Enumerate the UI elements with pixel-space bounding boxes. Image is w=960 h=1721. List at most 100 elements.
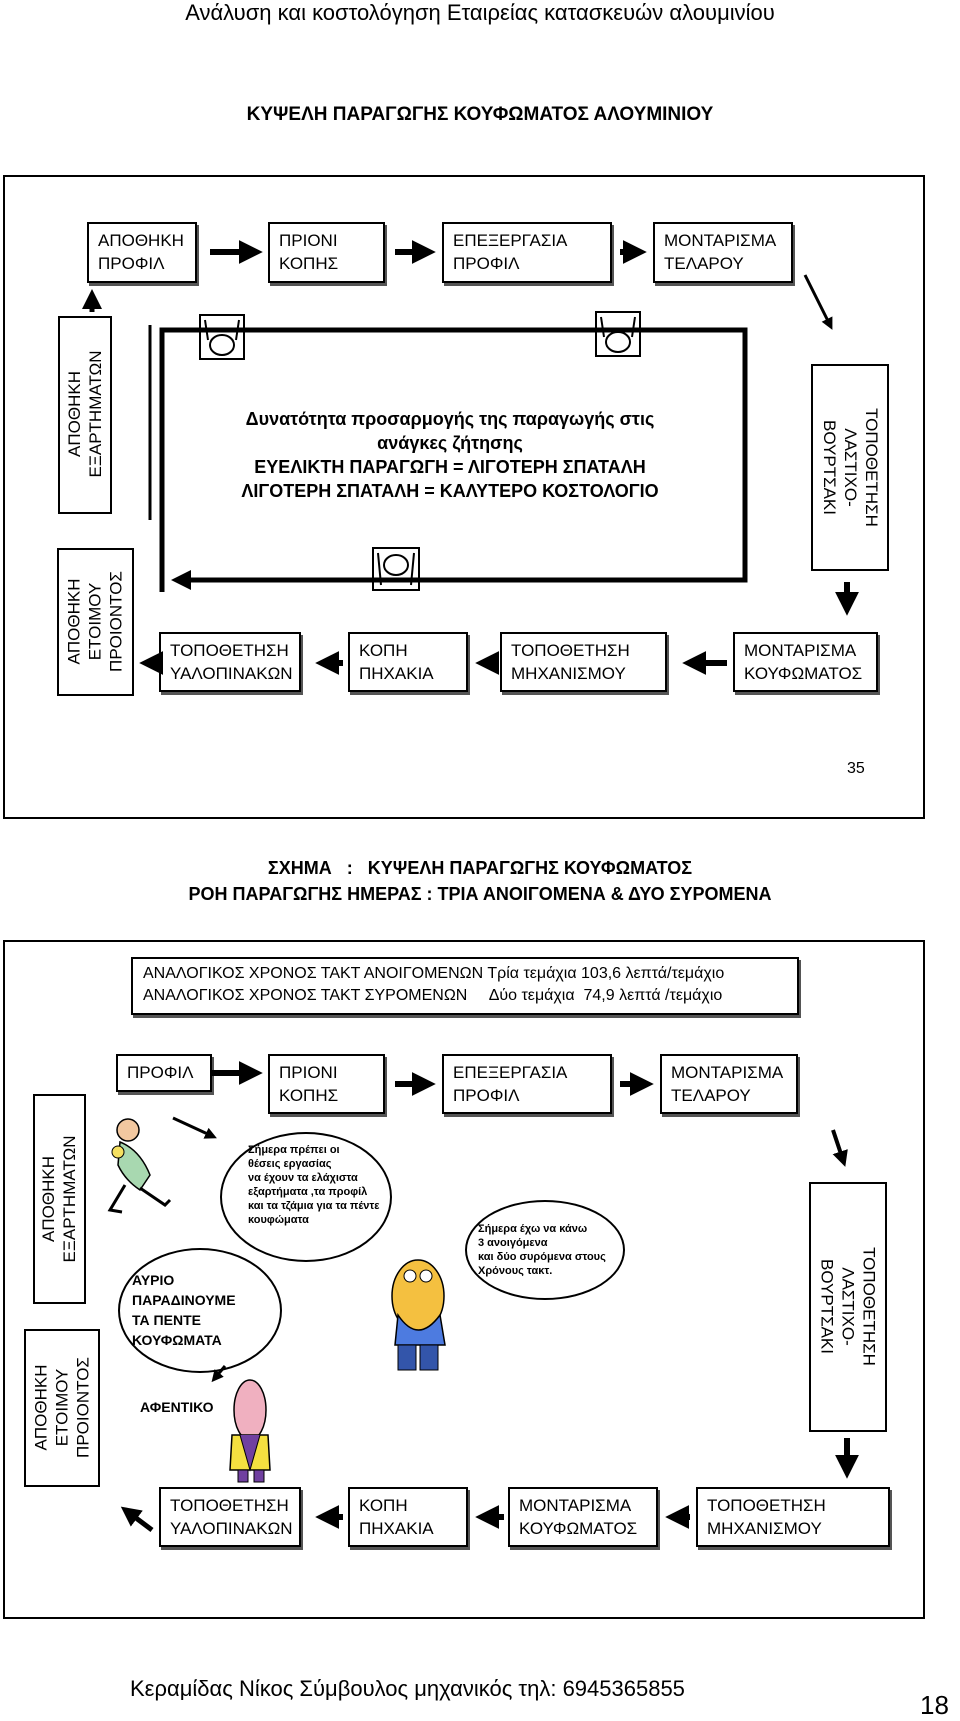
- box-line: ΤΟΠΟΘΕΤΗΣΗ: [170, 641, 289, 660]
- d2-box-frame-assembly: ΜΟΝΤΑΡΙΣΜΑ ΤΕΛΑΡΟΥ: [660, 1054, 798, 1114]
- bubble-line: ΚΟΥΦΩΜΑΤΑ: [132, 1332, 222, 1348]
- arrow-down-right: [803, 274, 833, 330]
- d2-finished-store: [24, 1329, 100, 1487]
- caption-sep: :: [346, 858, 353, 878]
- d1-center-statement: Δυνατότητα προσαρμογής της παραγωγής στι…: [160, 407, 740, 503]
- bubble-tomorrow-text: ΑΥΡΙΟ ΠΑΡΑΔΙΝΟΥΜΕ ΤΑ ΠΕΝΤΕ ΚΟΥΦΩΜΑΤΑ: [132, 1270, 236, 1350]
- box-line: ΕΠΕΞΕΡΓΑΣΙΑ: [453, 1063, 568, 1082]
- box-line: ΑΠΟΘΗΚΗ: [98, 231, 184, 250]
- bubble-today: [220, 1132, 392, 1262]
- box-line: ΠΡΙΟΝΙ: [279, 1063, 338, 1082]
- bubble-line: Σήμερα έχω να κάνω: [478, 1223, 588, 1235]
- box-line: ΜΗΧΑΝΙΣΜΟΥ: [707, 1519, 822, 1538]
- box-line: ΠΡΙΟΝΙ: [279, 231, 338, 250]
- bubble-line: Χρόνους τακτ.: [478, 1265, 553, 1277]
- center-line: ανάγκες ζήτησης: [377, 433, 523, 453]
- d1-finished-store: [57, 548, 134, 696]
- d2-box-processing: ΕΠΕΞΕΡΓΑΣΙΑ ΠΡΟΦΙΛ: [442, 1054, 612, 1114]
- d2-box-profile: ΠΡΟΦΙΛ: [116, 1054, 212, 1092]
- box-line: ΠΡΟΦΙΛ: [98, 254, 165, 273]
- arrow-up-left: [120, 1506, 154, 1532]
- takt-line: ΑΝΑΛΟΓΙΚΟΣ ΧΡΟΝΟΣ ΤΑΚΤ ΑΝΟΙΓΟΜΕΝΩΝ Τρία …: [143, 965, 725, 982]
- box-line: ΚΟΠΗ: [359, 641, 408, 660]
- box-line: ΚΟΠΗ: [359, 1496, 408, 1515]
- arrow-down: [831, 1129, 848, 1167]
- d1-rubber-box: [811, 364, 889, 571]
- bubble-line: Σήμερα πρέπει οι: [248, 1144, 340, 1156]
- bubble-today-text: Σήμερα πρέπει οι θέσεις εργασίας να έχου…: [248, 1143, 398, 1227]
- takt-time-box: ΑΝΑΛΟΓΙΚΟΣ ΧΡΟΝΟΣ ΤΑΚΤ ΑΝΟΙΓΟΜΕΝΩΝ Τρία …: [131, 957, 799, 1015]
- box-line: ΜΟΝΤΑΡΙΣΜΑ: [671, 1063, 784, 1082]
- center-line: Δυνατότητα προσαρμογής της παραγωγής στι…: [245, 409, 655, 429]
- caption-label: ΣΧΗΜΑ: [267, 858, 332, 878]
- box-line: ΤΕΛΑΡΟΥ: [664, 254, 744, 273]
- figure-caption: ΣΧΗΜΑ : ΚΥΨΕΛΗ ΠΑΡΑΓΩΓΗΣ ΚΟΥΦΩΜΑΤΟΣ ΡΟΗ …: [0, 855, 960, 907]
- box-line: ΠΡΟΦΙΛ: [453, 254, 520, 273]
- d1-box-window-assembly: ΜΟΝΤΑΡΙΣΜΑ ΚΟΥΦΩΜΑΤΟΣ: [733, 632, 878, 692]
- arrow-pointer: [172, 1116, 217, 1139]
- box-line: ΕΠΕΞΕΡΓΑΣΙΑ: [453, 231, 568, 250]
- box-line: ΚΟΥΦΩΜΑΤΟΣ: [744, 664, 863, 683]
- bubble-line: και τα τζάμια για τα πέντε: [248, 1200, 380, 1212]
- box-line: ΜΗΧΑΝΙΣΜΟΥ: [511, 664, 626, 683]
- workstation-icon: [199, 314, 245, 360]
- box-line: ΜΟΝΤΑΡΙΣΜΑ: [664, 231, 777, 250]
- d2-parts-store: [33, 1094, 86, 1304]
- document-header: Ανάλυση και κοστολόγηση Εταιρείας κατασκ…: [185, 0, 775, 25]
- running-man-figure: [107, 1118, 172, 1214]
- bubble-line: ΤΑ ΠΕΝΤΕ: [132, 1312, 201, 1328]
- d2-box-beads: ΚΟΠΗ ΠΗΧΑΚΙΑ: [348, 1487, 468, 1547]
- box-line: ΚΟΠΗΣ: [279, 254, 339, 273]
- diagram-title: ΚΥΨΕΛΗ ΠΑΡΑΓΩΓΗΣ ΚΟΥΦΩΜΑΤΟΣ ΑΛΟΥΜΙΝΙΟΥ: [246, 104, 714, 125]
- center-line: ΕΥΕΛΙΚΤΗ ΠΑΡΑΓΩΓΗ = ΛΙΓΟΤΕΡΗ ΣΠΑΤΑΛΗ: [254, 457, 646, 477]
- d1-box-glass: ΤΟΠΟΘΕΤΗΣΗ ΥΑΛΟΠΙΝΑΚΩΝ: [159, 632, 301, 692]
- d1-box-frame-assembly: ΜΟΝΤΑΡΙΣΜΑ ΤΕΛΑΡΟΥ: [653, 222, 793, 283]
- takt-line: ΑΝΑΛΟΓΙΚΟΣ ΧΡΟΝΟΣ ΤΑΚΤ ΣΥΡΟΜΕΝΩΝ Δύο τεμ…: [143, 987, 723, 1004]
- box-line: ΤΟΠΟΘΕΤΗΣΗ: [170, 1496, 289, 1515]
- box-line: ΜΟΝΤΑΡΙΣΜΑ: [744, 641, 857, 660]
- d2-box-mechanism: ΤΟΠΟΘΕΤΗΣΗ ΜΗΧΑΝΙΣΜΟΥ: [696, 1487, 890, 1547]
- workstation-icon: [595, 311, 641, 357]
- d1-page-ref: 35: [847, 760, 865, 777]
- bubble-line: 3 ανοιγόμενα: [478, 1237, 548, 1249]
- bubble-line: εξαρτήματα ,τα προφίλ: [248, 1186, 368, 1198]
- d1-box-saw: ΠΡΙΟΝΙ ΚΟΠΗΣ: [268, 222, 385, 283]
- d1-box-beads: ΚΟΠΗ ΠΗΧΑΚΙΑ: [348, 632, 468, 692]
- box-line: ΜΟΝΤΑΡΙΣΜΑ: [519, 1496, 632, 1515]
- box-line: ΚΟΥΦΩΜΑΤΟΣ: [519, 1519, 638, 1538]
- center-line: ΛΙΓΟΤΕΡΗ ΣΠΑΤΑΛΗ = ΚΑΛΥΤΕΡΟ ΚΟΣΤΟΛΟΓΙΟ: [241, 481, 659, 501]
- box-line: ΚΟΠΗΣ: [279, 1086, 339, 1105]
- arrow-pointer: [211, 1365, 227, 1383]
- bubble-line: θέσεις εργασίας: [248, 1158, 332, 1170]
- box-line: ΠΡΟΦΙΛ: [453, 1086, 520, 1105]
- d2-rubber-box: [809, 1182, 887, 1432]
- boss-figure: [229, 1379, 271, 1483]
- box-line: ΠΡΟΦΙΛ: [127, 1063, 194, 1082]
- boss-label: ΑΦΕΝΤΙΚΟ: [140, 1399, 214, 1415]
- bubble-line: ΠΑΡΑΔΙΝΟΥΜΕ: [132, 1292, 236, 1308]
- d1-box-mechanism: ΤΟΠΟΘΕΤΗΣΗ ΜΗΧΑΝΙΣΜΟΥ: [500, 632, 667, 692]
- box-line: ΤΕΛΑΡΟΥ: [671, 1086, 751, 1105]
- d2-box-window-assembly: ΜΟΝΤΑΡΙΣΜΑ ΚΟΥΦΩΜΑΤΟΣ: [508, 1487, 658, 1547]
- footer-author: Κεραμίδας Νίκος Σύμβουλος μηχανικός τηλ:…: [130, 1676, 685, 1701]
- bubble-worker-text: Σήμερα έχω να κάνω 3 ανοιγόμενα και δύο …: [478, 1222, 628, 1278]
- d1-box-profile-store: ΑΠΟΘΗΚΗ ΠΡΟΦΙΛ: [87, 222, 197, 283]
- bubble-line: να έχουν τα ελάχιστα: [248, 1172, 358, 1184]
- d2-box-saw: ΠΡΙΟΝΙ ΚΟΠΗΣ: [268, 1054, 385, 1114]
- caption-title: ΚΥΨΕΛΗ ΠΑΡΑΓΩΓΗΣ ΚΟΥΦΩΜΑΤΟΣ: [367, 858, 693, 878]
- bubble-line: ΑΥΡΙΟ: [132, 1272, 175, 1288]
- bubble-tomorrow: [118, 1248, 282, 1373]
- bubble-line: και δύο συρόμενα στους: [478, 1251, 606, 1263]
- box-line: ΠΗΧΑΚΙΑ: [359, 1519, 434, 1538]
- cell-outline: [159, 327, 748, 592]
- box-line: ΤΟΠΟΘΕΤΗΣΗ: [707, 1496, 826, 1515]
- d1-box-processing: ΕΠΕΞΕΡΓΑΣΙΑ ΠΡΟΦΙΛ: [442, 222, 612, 283]
- box-line: ΥΑΛΟΠΙΝΑΚΩΝ: [170, 664, 293, 683]
- d1-parts-store: [58, 316, 112, 514]
- box-line: ΤΟΠΟΘΕΤΗΣΗ: [511, 641, 630, 660]
- page-number: 18: [920, 1690, 949, 1720]
- caption-line-2: ΡΟΗ ΠΑΡΑΓΩΓΗΣ ΗΜΕΡΑΣ : ΤΡΙΑ ΑΝΟΙΓΟΜΕΝΑ &…: [188, 884, 772, 904]
- bubble-line: κουφώματα: [248, 1214, 309, 1226]
- box-line: ΠΗΧΑΚΙΑ: [359, 664, 434, 683]
